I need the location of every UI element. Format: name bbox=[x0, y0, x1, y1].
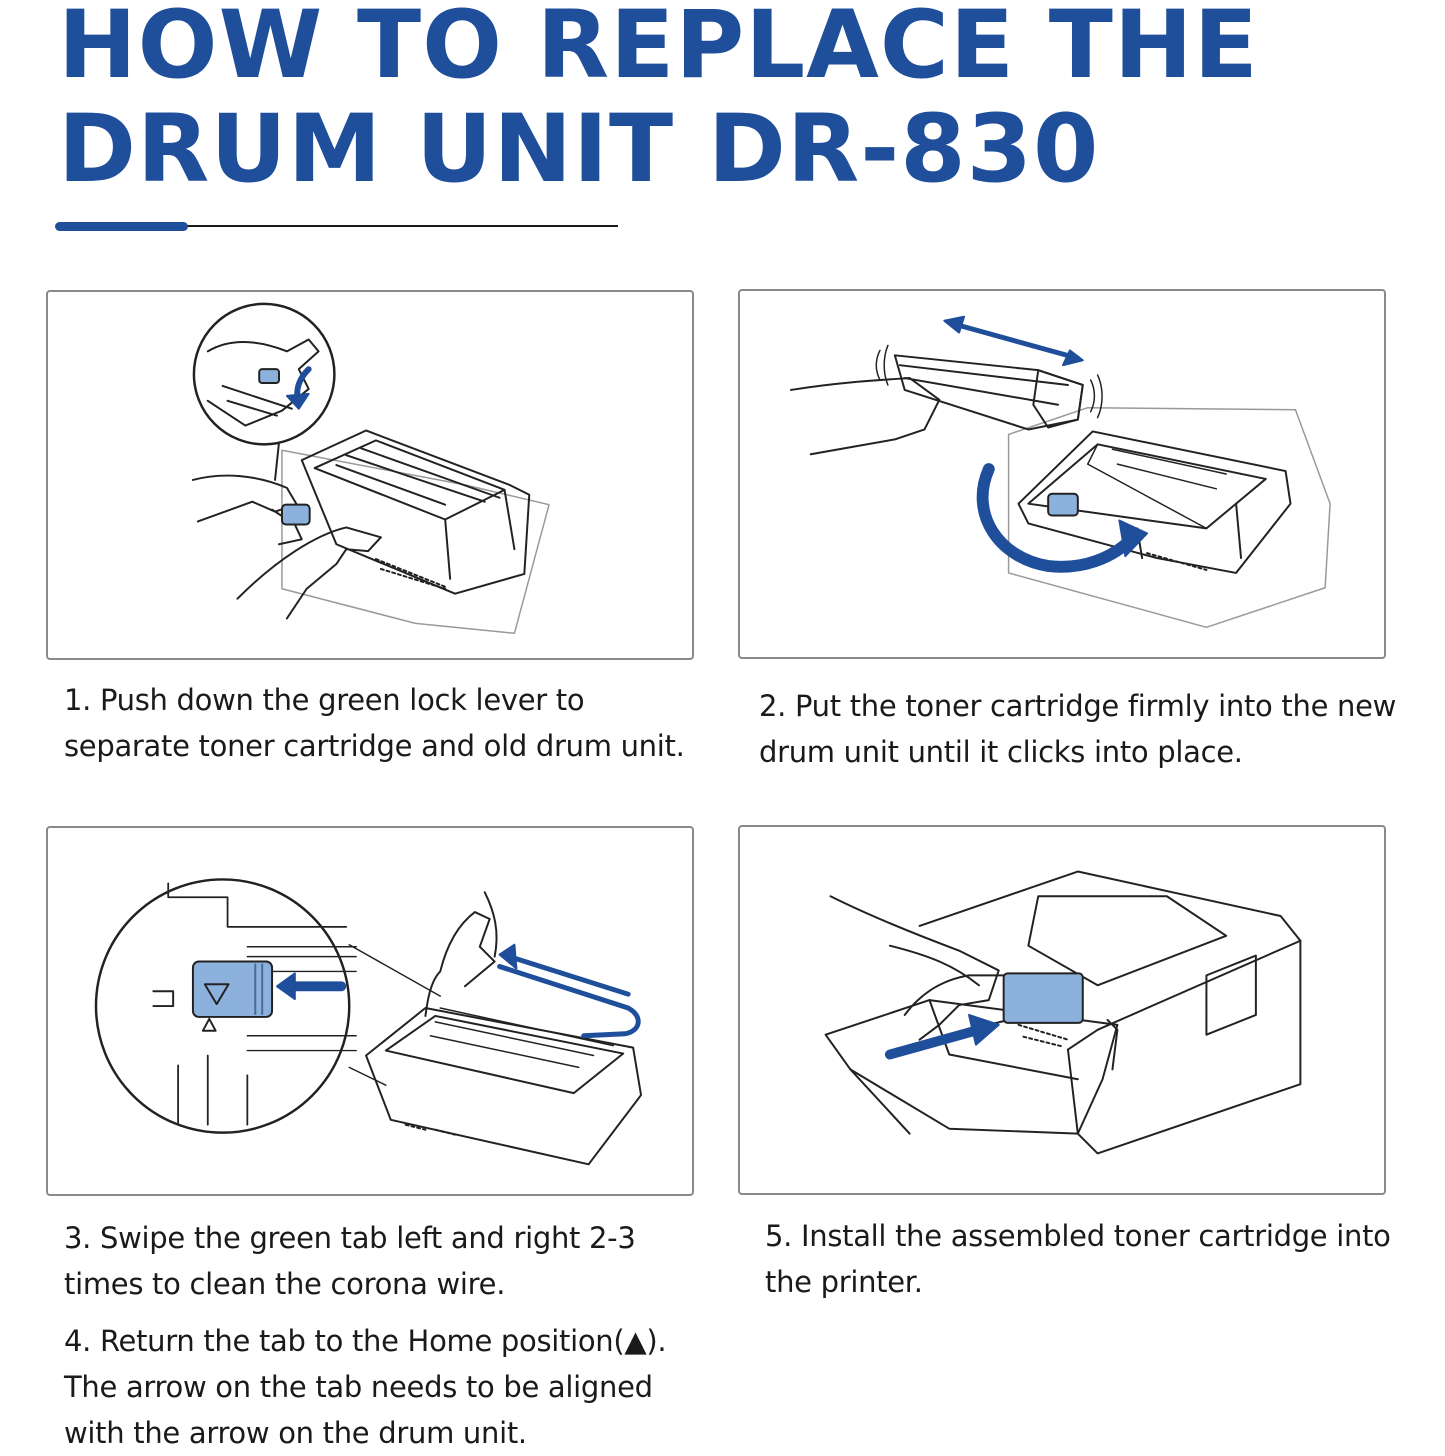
step-4-line-3: with the arrow on the drum unit. bbox=[64, 1416, 527, 1450]
step-1-caption: 1. Push down the green lock lever to sep… bbox=[64, 677, 685, 769]
step-5-illustration bbox=[738, 825, 1386, 1195]
step-2-illustration bbox=[738, 289, 1386, 659]
step-3-4-illustration bbox=[46, 826, 694, 1196]
title-divider bbox=[58, 225, 618, 227]
step-1-illustration bbox=[46, 290, 694, 660]
step-1-line-2: separate toner cartridge and old drum un… bbox=[64, 729, 685, 763]
title-line-1: HOW TO REPLACE THE bbox=[58, 0, 1259, 100]
step-2-line-1: 2. Put the toner cartridge firmly into t… bbox=[759, 689, 1397, 723]
page-title: HOW TO REPLACE THE DRUM UNIT DR-830 bbox=[58, 0, 1259, 202]
step-2-caption: 2. Put the toner cartridge firmly into t… bbox=[759, 683, 1396, 775]
step-3-caption: 3. Swipe the green tab left and right 2-… bbox=[64, 1215, 636, 1307]
step-5-line-1: 5. Install the assembled toner cartridge… bbox=[765, 1219, 1391, 1253]
step-3-line-2: times to clean the corona wire. bbox=[64, 1267, 506, 1301]
step-4-line-1: 4. Return the tab to the Home position(▲… bbox=[64, 1324, 667, 1358]
title-divider-accent bbox=[55, 222, 188, 231]
step-1-line-1: 1. Push down the green lock lever to bbox=[64, 683, 585, 717]
step-5-line-2: the printer. bbox=[765, 1265, 923, 1299]
title-line-2: DRUM UNIT DR-830 bbox=[58, 95, 1100, 204]
step-4-caption: 4. Return the tab to the Home position(▲… bbox=[64, 1318, 667, 1456]
step-2-line-2: drum unit until it clicks into place. bbox=[759, 735, 1243, 769]
step-5-caption: 5. Install the assembled toner cartridge… bbox=[765, 1213, 1391, 1305]
step-4-line-2: The arrow on the tab needs to be aligned bbox=[64, 1370, 653, 1404]
step-3-line-1: 3. Swipe the green tab left and right 2-… bbox=[64, 1221, 636, 1255]
